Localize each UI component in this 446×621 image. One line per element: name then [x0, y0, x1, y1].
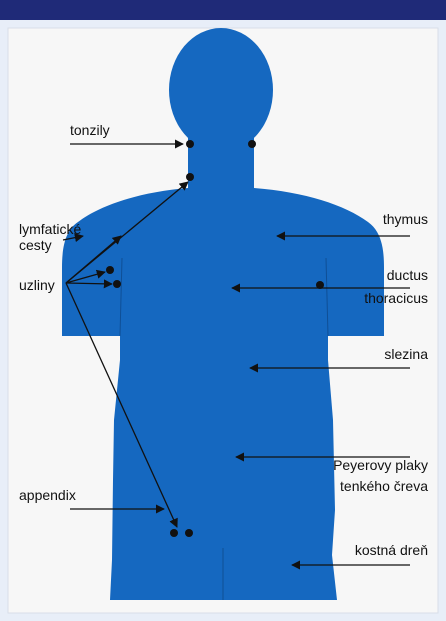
axillary-node-dot-1 [106, 266, 114, 274]
label-thymus: thymus [383, 211, 428, 227]
label-lymph-vessels-line1: lymfatické [19, 221, 81, 237]
label-tonsils: tonzily [70, 122, 110, 138]
label-peyer-line2: tenkého čreva [340, 478, 428, 494]
axillary-node-dot-2 [113, 280, 121, 288]
label-lymph-vessels-line2: cesty [19, 237, 52, 253]
tonsil-dot-right [248, 140, 256, 148]
head-shape [169, 28, 273, 152]
appendix-dot-2 [185, 529, 193, 537]
top-bar [0, 0, 446, 20]
label-appendix: appendix [19, 487, 76, 503]
label-thoracic-duct-line2: thoracicus [364, 290, 428, 306]
label-peyer-line1: Peyerovy plaky [333, 457, 428, 473]
label-thoracic-duct-line1: ductus [387, 267, 428, 283]
tonsil-dot-left [186, 140, 194, 148]
appendix-dot-1 [170, 529, 178, 537]
label-spleen: slezina [384, 346, 428, 362]
label-lymph-nodes: uzliny [19, 277, 55, 293]
neck-node-dot [186, 173, 194, 181]
label-bone-marrow: kostná dreň [355, 542, 428, 558]
neck-shape [188, 135, 254, 195]
